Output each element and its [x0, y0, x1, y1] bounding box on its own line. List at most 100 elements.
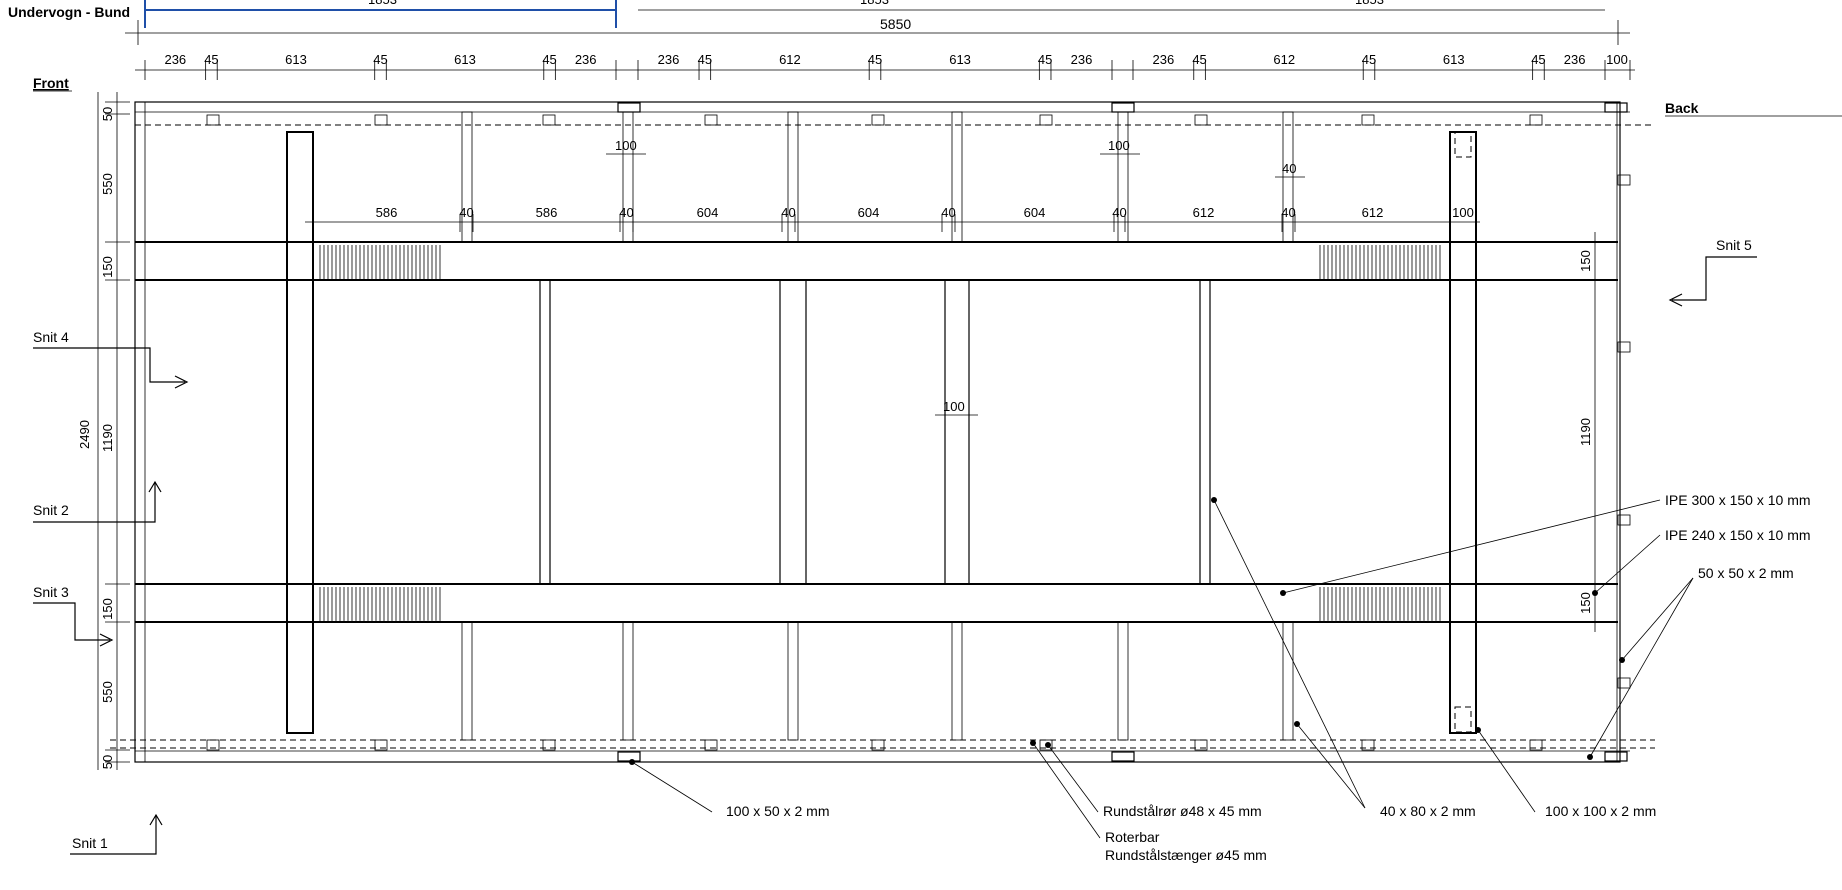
- leader-ipe300-dot: [1280, 590, 1286, 596]
- inner-row-value: 40: [1281, 205, 1295, 220]
- top-bracket: [704, 114, 718, 126]
- leader-tube100x100-dot: [1475, 727, 1481, 733]
- top-row-value: 613: [454, 52, 476, 67]
- callout-tube50: 50 x 50 x 2 mm: [1698, 565, 1794, 581]
- top-row-value: 45: [1362, 52, 1376, 67]
- dim-left-total: 2490: [77, 420, 92, 449]
- top-row-value: 612: [779, 52, 801, 67]
- inner-row-value: 586: [376, 205, 398, 220]
- upper-post: [787, 111, 799, 243]
- inner-row-value: 40: [781, 205, 795, 220]
- snit3-line: [33, 602, 110, 641]
- top-row-value: 45: [1192, 52, 1206, 67]
- leader-round48-dot: [1045, 742, 1051, 748]
- bottom-bracket: [1361, 739, 1375, 751]
- back-member-dashed-bottom: [1454, 706, 1472, 733]
- callout-tube100x100: 100 x 100 x 2 mm: [1545, 803, 1656, 819]
- leader-roterbar-dot: [1030, 740, 1036, 746]
- rail-brackets: [206, 102, 1628, 762]
- middle-post: [779, 279, 807, 585]
- upper-post: [1117, 111, 1129, 243]
- callout-round45: Rundstålstænger ø45 mm: [1105, 847, 1267, 863]
- leader-tube50-dot-a: [1619, 657, 1625, 663]
- hatched-zones: [319, 245, 1441, 621]
- splice-plate: [1604, 102, 1628, 113]
- dim-post-right: 40: [1282, 161, 1296, 176]
- inner-row-value: 40: [941, 205, 955, 220]
- top-row-value: 45: [373, 52, 387, 67]
- splice-plate: [1111, 751, 1135, 762]
- top-bracket: [1194, 114, 1208, 126]
- top-row-value: 100: [1606, 52, 1628, 67]
- splice-plate: [617, 102, 641, 113]
- inner-row-value: 40: [1112, 205, 1126, 220]
- top-row-value: 236: [1071, 52, 1093, 67]
- top-row-value: 45: [204, 52, 218, 67]
- frame-inner-outline: [144, 101, 1618, 763]
- snit4-line: [33, 347, 185, 383]
- top-bracket: [1529, 114, 1543, 126]
- top-row-value: 613: [285, 52, 307, 67]
- top-row-value: 613: [1443, 52, 1465, 67]
- label-back: Back: [1665, 100, 1699, 116]
- label-snit4: Snit 4: [33, 329, 69, 345]
- bottom-bracket: [871, 739, 885, 751]
- callout-round48: Rundstålrør ø48 x 45 mm: [1103, 803, 1262, 819]
- top-row-value: 45: [1531, 52, 1545, 67]
- label-snit5: Snit 5: [1716, 237, 1752, 253]
- top-bracket: [1361, 114, 1375, 126]
- label-snit3: Snit 3: [33, 584, 69, 600]
- dim-post-mid: 100: [1108, 138, 1130, 153]
- vertical-posts: [461, 111, 1294, 741]
- inner-row-value: 612: [1362, 205, 1384, 220]
- top-bracket: [1039, 114, 1053, 126]
- callout-tube40x80: 40 x 80 x 2 mm: [1380, 803, 1476, 819]
- leader-tube40x80-dot-a: [1211, 497, 1217, 503]
- lower-post: [461, 621, 473, 741]
- label-front: Front: [33, 75, 69, 91]
- snit2-line: [33, 482, 156, 523]
- frame-outline: [134, 101, 1621, 763]
- lower-post: [951, 621, 963, 741]
- top-row-value: 236: [164, 52, 186, 67]
- left-dim-value: 550: [100, 173, 115, 195]
- callout-roterbar: Roterbar: [1105, 829, 1160, 845]
- inner-row-value: 604: [697, 205, 719, 220]
- leader-tube100x50: [631, 761, 713, 813]
- callout-ipe240: IPE 240 x 150 x 10 mm: [1665, 527, 1811, 543]
- bottom-bracket: [1039, 739, 1053, 751]
- top-row-value: 236: [658, 52, 680, 67]
- top-row-value: 45: [1038, 52, 1052, 67]
- leader-ipe240-dot: [1592, 590, 1598, 596]
- splice-plate: [617, 751, 641, 762]
- bottom-bracket: [1529, 739, 1543, 751]
- inner-row-value: 40: [619, 205, 633, 220]
- lower-post: [622, 621, 634, 741]
- bottom-bracket: [704, 739, 718, 751]
- right-edge-plate-3: [1617, 514, 1631, 526]
- leader-tube40x80-b: [1296, 723, 1366, 809]
- inner-row-value: 100: [1452, 205, 1474, 220]
- snit3-arrow: [99, 633, 114, 647]
- back-member-dashed-top: [1454, 131, 1472, 158]
- inner-row-value: 612: [1193, 205, 1215, 220]
- bottom-bracket: [206, 739, 220, 751]
- middle-post: [1199, 279, 1211, 585]
- leader-ipe240: [1594, 534, 1661, 594]
- leader-tube40x80-a: [1213, 499, 1366, 809]
- leader-tube40x80-dot-b: [1294, 721, 1300, 727]
- dim-center-post: 100: [943, 399, 965, 414]
- top-bracket: [542, 114, 556, 126]
- top-bracket: [374, 114, 388, 126]
- drawing-title: Undervogn - Bund: [8, 4, 130, 20]
- left-dim-value: 550: [100, 681, 115, 703]
- leader-roterbar: [1032, 742, 1101, 839]
- snit2-arrow: [148, 480, 162, 493]
- leader-round48: [1047, 744, 1099, 813]
- middle-post: [539, 279, 551, 585]
- leader-tube50-dot-b: [1587, 754, 1593, 760]
